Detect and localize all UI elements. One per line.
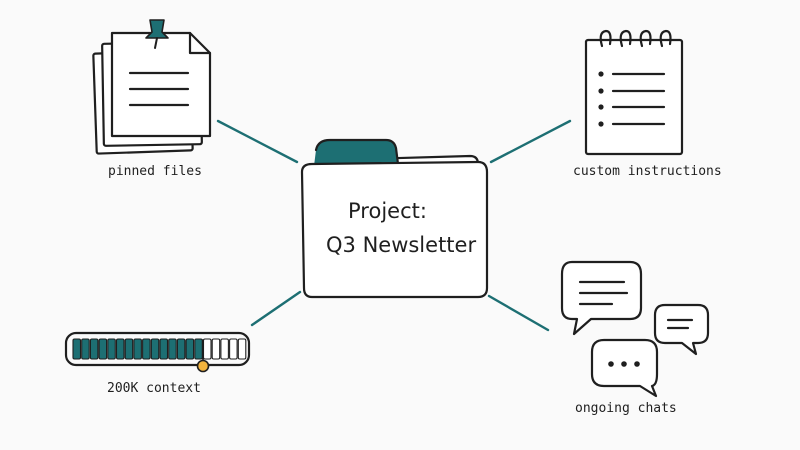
context-label: 200K context — [107, 381, 201, 396]
chat-bubble-typing-icon — [590, 338, 659, 398]
context-node[interactable]: 200K context — [64, 331, 251, 396]
context-marker — [196, 339, 210, 373]
context-meter-segments — [72, 338, 247, 360]
pinned-files-node[interactable]: pinned files — [92, 19, 212, 179]
context-segment — [159, 338, 169, 360]
pushpin-icon — [145, 19, 169, 49]
context-segment — [211, 338, 221, 360]
chat-bubble-small-icon — [653, 303, 710, 356]
context-segment — [194, 338, 203, 360]
notepad-rings — [599, 29, 672, 48]
context-meter-frame — [64, 331, 251, 367]
pinned-files-label: pinned files — [108, 164, 202, 179]
context-segment — [168, 338, 177, 360]
connector-ongoing-chats — [487, 294, 550, 332]
context-segment — [176, 338, 186, 360]
context-segment — [89, 338, 99, 360]
context-segment — [72, 338, 82, 360]
folder-title-line2: Q3 Newsletter — [326, 233, 476, 257]
ongoing-chats-node[interactable]: ongoing chats — [560, 260, 710, 416]
project-folder[interactable]: Project: Q3 Newsletter — [300, 138, 489, 299]
connector-context — [250, 290, 302, 327]
context-segment — [81, 338, 90, 360]
ongoing-chats-label: ongoing chats — [575, 401, 677, 416]
folder-title-line1: Project: — [348, 199, 427, 223]
context-segment — [229, 338, 238, 360]
chat-bubble-large-icon — [560, 260, 643, 336]
context-segment — [237, 338, 247, 360]
connector-custom-instructions — [489, 119, 572, 164]
context-segment — [150, 338, 160, 360]
context-segment — [107, 338, 116, 360]
context-segment — [142, 338, 151, 360]
context-segment — [133, 338, 142, 360]
context-segment — [98, 338, 108, 360]
custom-instructions-node[interactable]: custom instructions — [573, 29, 722, 179]
custom-instructions-label: custom instructions — [573, 164, 722, 179]
connector-pinned-files — [216, 119, 299, 164]
notepad-icon — [584, 29, 684, 156]
context-segment — [220, 338, 229, 360]
context-segment — [124, 338, 134, 360]
context-segment — [202, 338, 212, 360]
context-segment — [115, 338, 125, 360]
context-segment — [185, 338, 195, 360]
stacked-documents-icon — [92, 31, 212, 155]
